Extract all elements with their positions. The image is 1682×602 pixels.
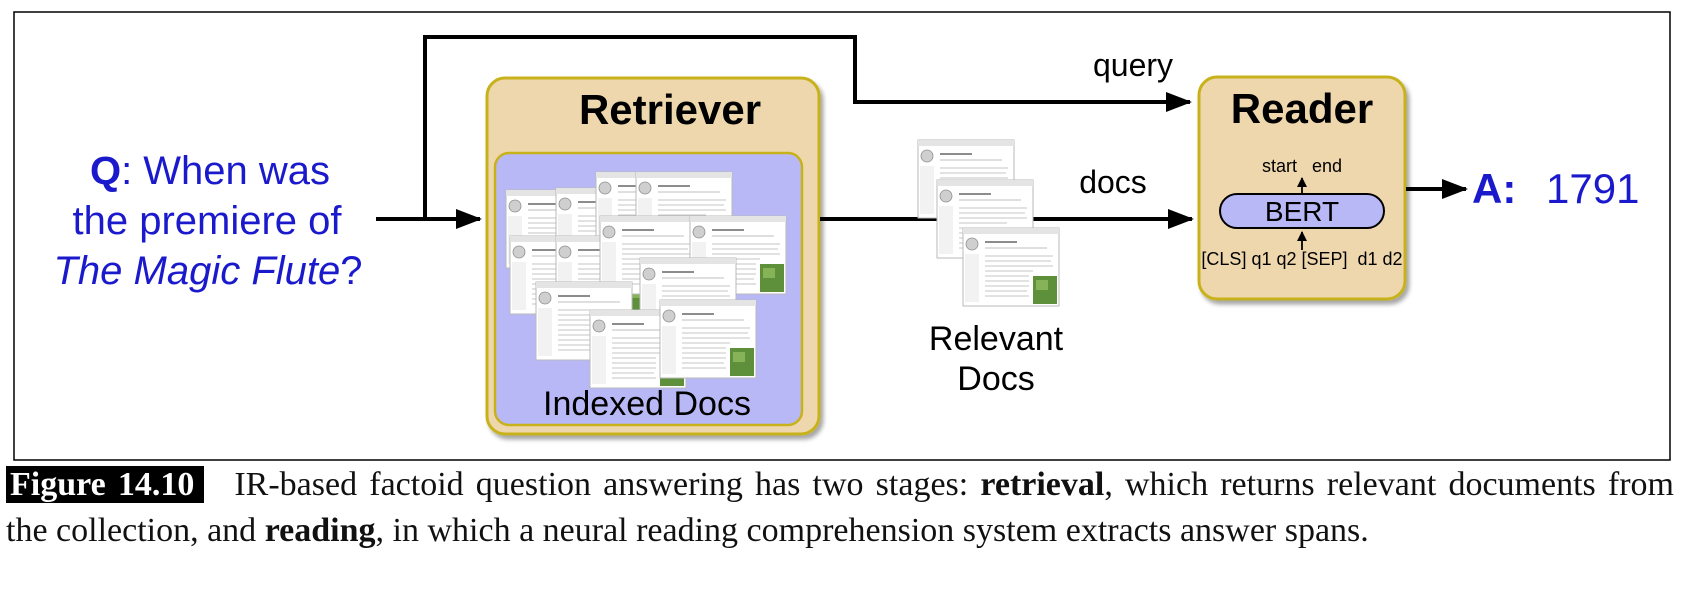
figure-caption: Figure 14.10 IR-based factoid question an… [6, 462, 1674, 554]
relevant-docs-label-1: Relevant [929, 320, 1064, 358]
qa-pipeline-diagram: Q: When was the premiere of The Magic Fl… [13, 11, 1671, 461]
query-label: query [1093, 47, 1173, 83]
question-line-1: Q: When was [90, 149, 330, 193]
relevant-docs-label-2: Docs [957, 360, 1034, 398]
doc-thumbnail [962, 227, 1060, 307]
indexed-docs-label: Indexed Docs [543, 385, 751, 423]
answer-value: 1791 [1546, 165, 1639, 212]
bert-outputs-label: start end [1262, 156, 1342, 176]
figure-label: Figure 14.10 [6, 466, 205, 503]
figure-frame [13, 11, 1671, 461]
relevant-doc-pages [917, 139, 1060, 307]
caption-text-2: , which returns relevant documents from … [6, 466, 1674, 549]
question-line-3: The Magic Flute? [53, 249, 362, 293]
query-arrow [423, 35, 1192, 219]
question-line-2: the premiere of [72, 199, 342, 243]
retriever-title: Retriever [579, 86, 761, 133]
caption-bold-reading: reading [264, 512, 376, 549]
bert-label: BERT [1265, 196, 1339, 227]
docs-label: docs [1079, 164, 1147, 200]
bert-model-pill [1219, 193, 1385, 229]
doc-thumbnail [659, 299, 757, 379]
caption-text-3: , in which a neural reading comprehensio… [375, 512, 1369, 549]
caption-text-1: IR-based factoid question answering has … [234, 466, 981, 503]
reader-title: Reader [1231, 85, 1373, 132]
caption-bold-retrieval: retrieval [980, 466, 1105, 503]
answer-label: A: [1472, 165, 1516, 212]
bert-inputs-label: [CLS] q1 q2 [SEP] d1 d2 [1201, 249, 1402, 269]
